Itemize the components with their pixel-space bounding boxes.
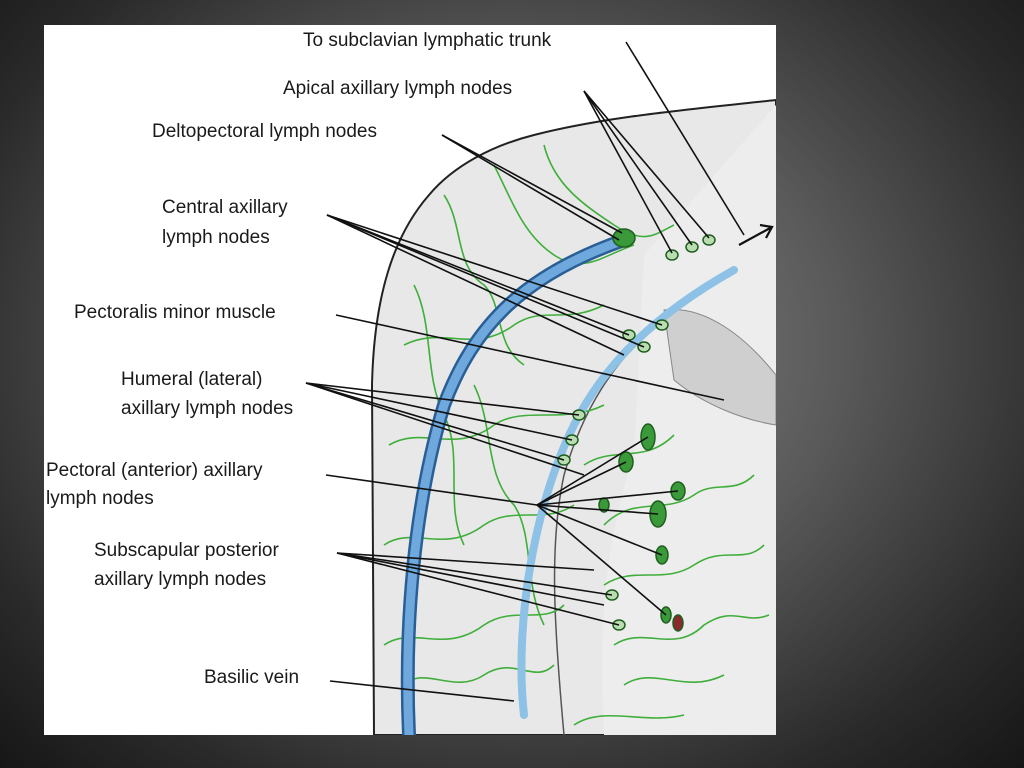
label-pectoral-nodes-line2: lymph nodes: [46, 488, 154, 509]
label-subscapular-nodes-line2: axillary lymph nodes: [94, 569, 267, 590]
deltopectoral-node: [612, 228, 636, 248]
apical-node: [665, 249, 679, 261]
label-humeral-nodes-line2: axillary lymph nodes: [121, 398, 294, 419]
basilic-vein-highlight: [403, 235, 629, 735]
axilla-illustration: [305, 41, 776, 735]
pectoralis-minor-muscle: [663, 308, 776, 426]
subclavian-arrow-icon: [738, 223, 774, 246]
label-subclavian-trunk: To subclavian lymphatic trunk: [303, 30, 552, 51]
apical-node: [685, 241, 699, 253]
apical-node: [702, 234, 716, 246]
label-central-nodes-line1: Central axillary: [162, 197, 288, 218]
label-central-nodes-line2: lymph nodes: [162, 227, 270, 248]
label-subscapular-nodes-line1: Subscapular posterior: [94, 540, 279, 561]
label-humeral-nodes-line1: Humeral (lateral): [121, 369, 263, 390]
leader-lines: [305, 41, 745, 702]
label-pectoralis-minor: Pectoralis minor muscle: [74, 302, 276, 323]
diagram-panel: To subclavian lymphatic trunk Apical axi…: [44, 25, 776, 735]
label-deltopectoral-nodes: Deltopectoral lymph nodes: [152, 121, 377, 142]
label-apical-nodes: Apical axillary lymph nodes: [283, 78, 513, 99]
label-basilic-vein: Basilic vein: [204, 667, 300, 688]
subscapular-node: [672, 614, 684, 632]
chest-wall-shading: [602, 105, 776, 735]
label-pectoral-nodes-line1: Pectoral (anterior) axillary: [46, 460, 263, 481]
axillary-vein: [517, 266, 738, 719]
